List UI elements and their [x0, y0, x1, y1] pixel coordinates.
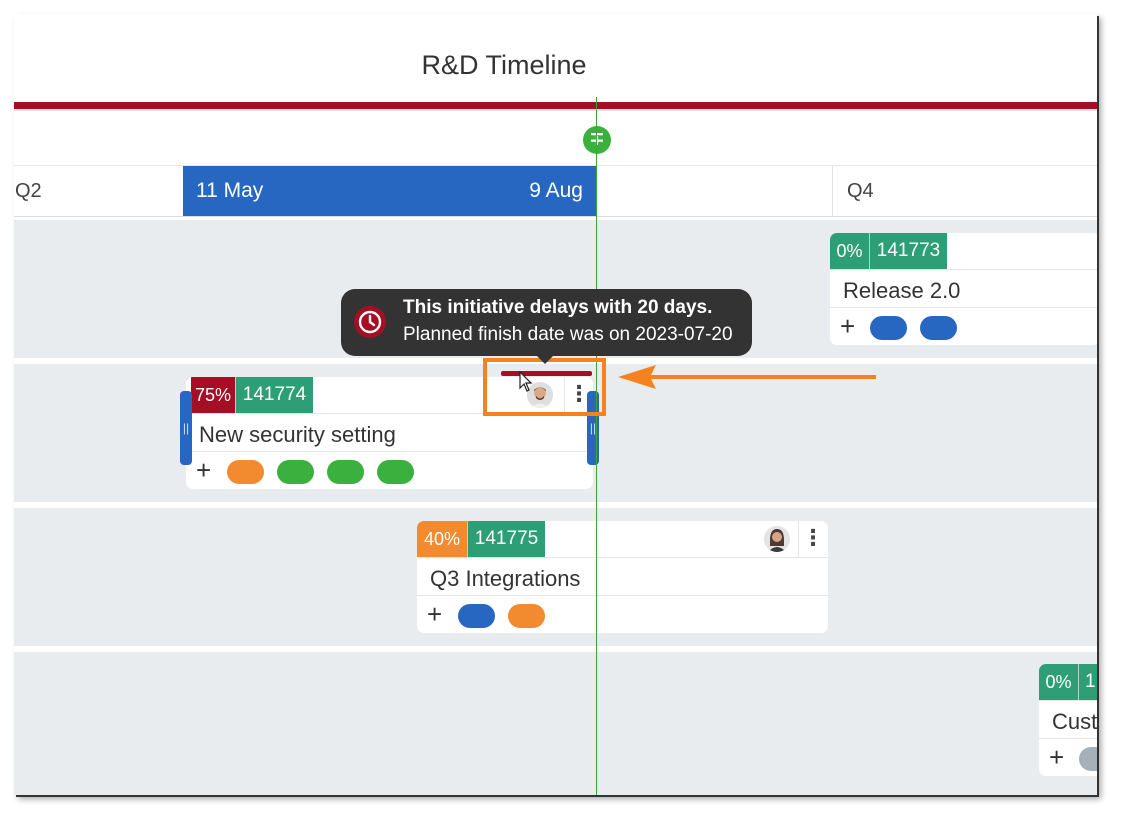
card-menu-button[interactable]: ⋮ [564, 377, 593, 413]
range-end-date: 9 Aug [529, 179, 583, 202]
card-id[interactable]: 141775 [467, 521, 545, 557]
assignee-avatar[interactable] [764, 526, 790, 552]
tag-pill[interactable] [458, 604, 495, 628]
progress-badge: 75% [191, 377, 235, 413]
tag-pill[interactable] [377, 460, 414, 484]
card-name[interactable]: Release 2.0 [843, 278, 961, 303]
mouse-cursor-icon [519, 371, 533, 392]
card-tag-row: + [1039, 738, 1097, 776]
tag-pill[interactable] [508, 604, 545, 628]
swimlane: 75% 141774 ⋮ New security setting + [14, 364, 1097, 502]
card-name[interactable]: New security setting [199, 422, 396, 447]
card-tag-row: + [830, 307, 1097, 345]
range-start-date: 11 May [196, 179, 264, 202]
tag-pill[interactable] [1079, 747, 1097, 771]
swimlane: 0% 1 Cust + [14, 652, 1097, 795]
tag-pill[interactable] [870, 316, 907, 340]
add-tag-button[interactable]: + [427, 599, 443, 629]
tooltip-title: This initiative delays with 20 days. [403, 297, 713, 318]
callout-arrow-icon [618, 365, 876, 389]
initiative-card[interactable]: 0% 141773 Release 2.0 + [830, 233, 1097, 345]
callout-highlight-box [483, 358, 606, 416]
progress-badge: 0% [830, 233, 869, 269]
quarter-cell-q4: Q4 [832, 166, 1097, 216]
card-header: 40% 141775 ⋮ [417, 521, 828, 558]
card-header: 75% 141774 ⋮ [186, 377, 593, 414]
card-header: 0% 1 [1039, 664, 1097, 701]
progress-badge: 40% [417, 521, 467, 557]
card-tag-row: + [186, 451, 593, 489]
selected-date-range[interactable]: 11 May 9 Aug [183, 166, 596, 216]
tag-pill[interactable] [920, 316, 957, 340]
add-tag-button[interactable]: + [196, 455, 212, 485]
timeline-window: R&D Timeline ∓ Q2 11 May 9 Aug Q4 0% 141… [14, 14, 1097, 795]
header-accent-line [14, 102, 1097, 109]
progress-badge: 0% [1039, 664, 1078, 700]
clock-icon [354, 306, 386, 338]
header-divider [14, 109, 1097, 111]
card-id[interactable]: 141773 [869, 233, 947, 269]
card-name[interactable]: Cust [1052, 709, 1097, 734]
add-tag-button[interactable]: + [1049, 742, 1065, 772]
tooltip-detail: Planned finish date was on 2023-07-20 [403, 324, 733, 345]
tag-pill[interactable] [227, 460, 264, 484]
tooltip-pointer [537, 356, 553, 364]
quarter-label-q2: Q2 [15, 180, 42, 202]
card-id[interactable]: 141774 [235, 377, 313, 413]
today-marker[interactable]: ∓ [583, 126, 611, 154]
tag-pill[interactable] [327, 460, 364, 484]
board-title: R&D Timeline [421, 50, 587, 80]
card-tag-row: + [417, 595, 828, 633]
card-header: 0% 141773 [830, 233, 1097, 270]
assignee-avatar[interactable] [527, 382, 553, 408]
initiative-card[interactable]: 0% 1 Cust + [1039, 664, 1097, 776]
quarter-header-row: Q2 11 May 9 Aug Q4 [14, 165, 1097, 217]
today-line [596, 97, 597, 795]
initiative-card[interactable]: 75% 141774 ⋮ New security setting + [186, 377, 593, 489]
swimlane: 40% 141775 ⋮ Q3 Integrations + [14, 508, 1097, 646]
title-bar: R&D Timeline [14, 14, 1097, 102]
tag-pill[interactable] [277, 460, 314, 484]
card-id[interactable]: 1 [1078, 664, 1097, 700]
card-name[interactable]: Q3 Integrations [430, 566, 581, 591]
card-menu-button[interactable]: ⋮ [798, 521, 827, 557]
add-tag-button[interactable]: + [840, 311, 856, 341]
delay-tooltip: This initiative delays with 20 days. Pla… [341, 289, 752, 364]
initiative-card[interactable]: 40% 141775 ⋮ Q3 Integrations + [417, 521, 828, 633]
resize-handle-left[interactable]: || [180, 391, 192, 465]
quarter-label-q4: Q4 [847, 180, 874, 202]
delay-indicator-bar[interactable] [501, 371, 592, 376]
